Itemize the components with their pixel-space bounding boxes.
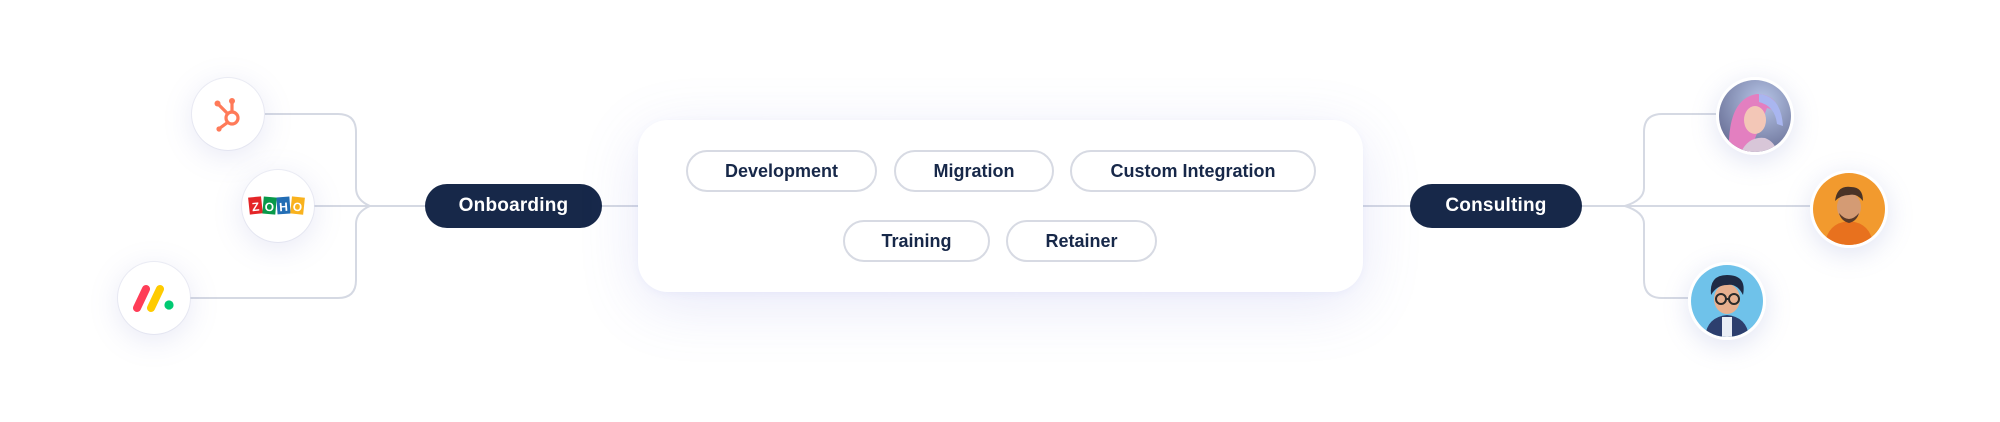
onboarding-node[interactable]: Onboarding xyxy=(425,184,602,228)
monday-icon xyxy=(133,285,174,312)
zoho-icon: Z O H O xyxy=(248,196,305,215)
consultant-avatar-1 xyxy=(1716,77,1794,155)
service-chip-training[interactable]: Training xyxy=(843,220,990,262)
chip-label: Custom Integration xyxy=(1110,160,1276,181)
svg-text:O: O xyxy=(264,200,275,215)
service-chip-retainer[interactable]: Retainer xyxy=(1006,220,1157,262)
chip-label: Development xyxy=(724,160,839,181)
consultant-avatar-2 xyxy=(1810,170,1888,248)
connector-line xyxy=(190,205,371,299)
service-chip-development[interactable]: Development xyxy=(686,150,877,192)
service-chip-custom-integration[interactable]: Custom Integration xyxy=(1070,150,1316,192)
monday-logo xyxy=(118,262,190,334)
chip-label: Training xyxy=(881,230,952,251)
consulting-label: Consulting xyxy=(1445,195,1547,216)
consultant-avatar-3 xyxy=(1688,262,1766,340)
connector-line xyxy=(1624,113,1716,207)
svg-text:O: O xyxy=(292,200,303,215)
hubspot-logo xyxy=(192,78,264,150)
service-chip-migration[interactable]: Migration xyxy=(894,150,1054,192)
svg-text:Z: Z xyxy=(251,200,260,215)
connector-line xyxy=(1624,205,1688,299)
services-card: Development Migration Custom Integration… xyxy=(638,120,1363,292)
svg-text:H: H xyxy=(279,200,289,215)
connector-line xyxy=(265,113,371,207)
zoho-logo: Z O H O xyxy=(242,170,314,242)
hubspot-icon xyxy=(214,98,240,132)
chip-label: Migration xyxy=(933,160,1015,181)
avatar-man-orange-hoodie xyxy=(1813,173,1885,245)
onboarding-label: Onboarding xyxy=(458,195,569,216)
chip-label: Retainer xyxy=(1045,230,1118,251)
avatar-woman-pink-hair xyxy=(1719,80,1791,152)
consulting-node[interactable]: Consulting xyxy=(1410,184,1582,228)
avatar-boy-glasses xyxy=(1691,265,1763,337)
